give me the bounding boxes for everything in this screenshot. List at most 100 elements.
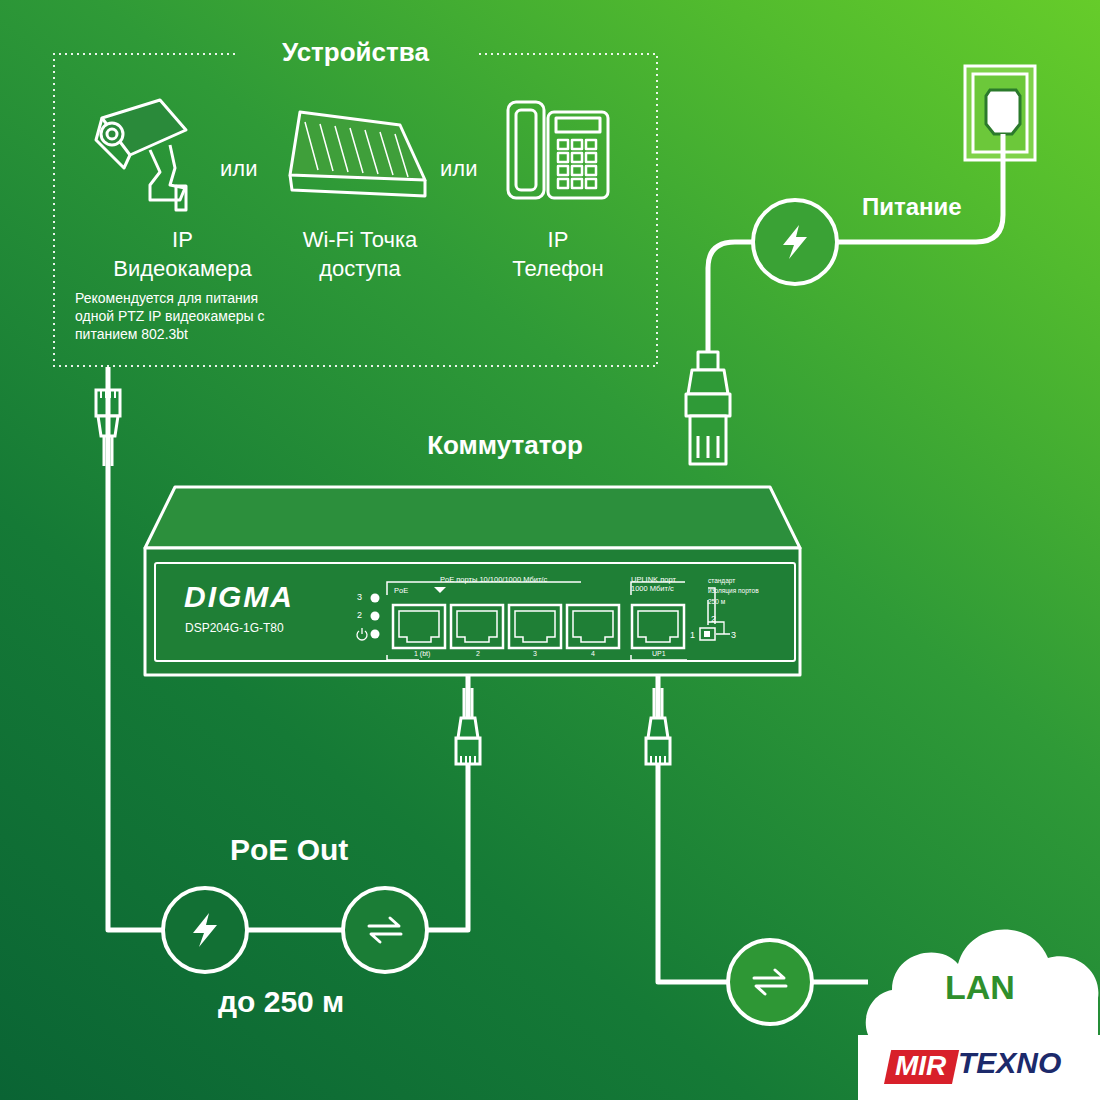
panel-label: PoE порты 10/100/1000 Мбит/с <box>440 576 547 585</box>
led-number: 3 <box>357 592 362 602</box>
keypad-key <box>572 179 582 188</box>
node-title: Устройства <box>53 36 658 68</box>
dip-switch <box>700 628 715 640</box>
watermark: TEXNO <box>958 1046 1061 1081</box>
power-symbol <box>357 628 367 640</box>
port-socket <box>515 611 555 642</box>
panel-label: изоляция портов <box>708 587 759 594</box>
distance-label: до 250 м <box>218 985 344 1020</box>
led-number: 2 <box>357 610 362 620</box>
phone-icon <box>558 140 596 188</box>
node-text: DSP204G-1G-T80 <box>185 621 284 635</box>
power-socket <box>973 74 1027 152</box>
power-cord <box>708 166 1003 352</box>
power-socket <box>965 66 1035 160</box>
power-circle-icon <box>783 225 807 259</box>
port-outline <box>632 605 684 648</box>
node-title: IP Телефон <box>508 225 608 283</box>
power-plug <box>686 394 730 416</box>
port-outline <box>393 605 445 648</box>
connector-word: или <box>220 156 257 181</box>
keypad-key <box>586 140 596 149</box>
node-text: DIGMA <box>184 581 294 613</box>
lan-data-icon <box>728 940 812 1024</box>
panel-label: 250 м <box>708 598 725 605</box>
port-outline <box>451 605 503 648</box>
switch-position: 3 <box>731 630 736 640</box>
phone-icon <box>556 118 600 132</box>
switch-position: 1 <box>690 630 695 640</box>
camera-icon <box>102 100 186 155</box>
watermark-plate <box>884 1046 960 1084</box>
poe-power-icon <box>163 888 247 972</box>
access-point-icon <box>290 175 425 196</box>
status-led <box>371 594 380 603</box>
keypad-key <box>586 153 596 162</box>
power-plug <box>690 416 726 464</box>
port-socket <box>573 611 613 642</box>
port-socket <box>457 611 497 642</box>
poe-power-icon <box>193 913 217 947</box>
node-text: Рекомендуется для питания одной PTZ IP в… <box>75 289 290 343</box>
camera-icon <box>96 118 130 168</box>
node-title: Коммутатор <box>355 429 655 461</box>
device-item: Wi-Fi Точка доступа <box>275 225 445 283</box>
switch-panel <box>155 563 795 661</box>
device-item: IP ВидеокамераРекомендуется для питания … <box>75 225 290 343</box>
keypad-key <box>572 153 582 162</box>
phone-icon <box>548 112 608 198</box>
access-point-icon <box>290 112 425 196</box>
lan-data-icon <box>754 970 786 994</box>
edge-label: PoE Out <box>230 832 348 868</box>
port-socket <box>638 611 678 642</box>
power-socket <box>1001 134 1006 166</box>
port-number: 4 <box>591 650 595 658</box>
power-circle-icon <box>753 200 837 284</box>
power-plug <box>686 352 730 464</box>
rj45-plug <box>646 688 670 764</box>
rj45-plug <box>456 688 480 764</box>
status-led <box>371 612 380 621</box>
device-group: УстройстваIP ВидеокамераРекомендуется дл… <box>53 53 658 367</box>
camera-icon <box>101 123 123 145</box>
panel-label: PoE <box>394 587 408 596</box>
port-socket <box>399 611 439 642</box>
power-plug <box>698 352 718 370</box>
panel-label: стандарт <box>708 577 735 584</box>
switch-top <box>145 487 800 548</box>
poe-marker <box>434 587 446 593</box>
port-number: 1 (bt) <box>414 650 430 658</box>
phone-icon <box>508 102 544 198</box>
camera-icon <box>96 100 186 210</box>
poe-power-icon <box>163 888 247 972</box>
access-point-icon <box>290 112 425 180</box>
watermark: MIR <box>895 1050 946 1082</box>
lan-data-icon <box>728 940 812 1024</box>
power-socket <box>965 66 1035 166</box>
camera-icon <box>107 129 117 139</box>
keypad-key <box>558 153 568 162</box>
switch-outline <box>140 425 805 675</box>
port-outline <box>509 605 561 648</box>
node-title: LAN <box>862 967 1098 1007</box>
phone-icon <box>508 102 608 198</box>
access-point-icon <box>305 122 408 177</box>
node-title: IP Видеокамера <box>108 225 258 283</box>
port-bracket <box>387 582 715 660</box>
phone-icon <box>516 110 536 190</box>
poe-data-icon <box>343 888 427 972</box>
connector-word: или <box>440 156 477 181</box>
keypad-key <box>586 166 596 175</box>
keypad-key <box>558 166 568 175</box>
camera-icon <box>176 186 186 210</box>
rj45-plug <box>646 688 670 764</box>
connector <box>658 675 868 982</box>
lan-cloud: LAN <box>862 912 1098 1052</box>
poe-data-icon <box>343 888 427 972</box>
power-plug <box>698 436 718 458</box>
port-number: 2 <box>476 650 480 658</box>
wire-label: Питание <box>862 193 962 221</box>
keypad-key <box>572 166 582 175</box>
port-number: 3 <box>533 650 537 658</box>
